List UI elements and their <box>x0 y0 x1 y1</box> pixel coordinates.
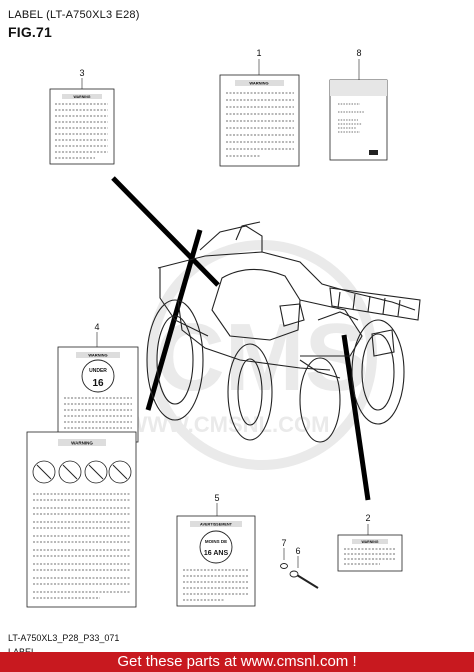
label-1-warning-text: WARNING <box>249 81 268 86</box>
label-2-warning-text: WARNING <box>362 540 379 544</box>
label-large-warning-text: WARNING <box>71 441 93 446</box>
watermark-url: WWW.CMSNL.COM <box>127 412 330 437</box>
diagram-code: LT-A750XL3_P28_P33_071 <box>8 633 120 643</box>
callout-4: 4 <box>94 322 99 332</box>
callout-2: 2 <box>365 513 370 523</box>
label-large-warning: WARNING <box>26 431 137 608</box>
callout-5: 5 <box>214 493 219 503</box>
callout-1: 1 <box>256 48 261 58</box>
label-3: WARNING <box>49 88 115 165</box>
callout-8: 8 <box>356 48 361 58</box>
callout-3: 3 <box>79 68 84 78</box>
label-5-age-text: 16 ANS <box>204 550 229 557</box>
page-title: LABEL (LT-A750XL3 E28) <box>8 9 140 21</box>
label-3-warning-text: WARNING <box>74 95 91 99</box>
figure-label: FIG.71 <box>8 24 52 40</box>
atv-illustration <box>146 221 421 443</box>
part-6-rivet <box>289 556 319 589</box>
part-7-washer <box>280 548 288 569</box>
label-8-manual <box>329 79 388 161</box>
label-5-avertissement-text: AVERTISSEMENT <box>200 523 233 527</box>
label-1: WARNING <box>219 74 300 167</box>
promo-banner-link[interactable]: Get these parts at www.cmsnl.com ! <box>0 652 474 672</box>
label-4: WARNING UNDER 16 <box>57 346 139 443</box>
label-5-moins-text: MOINS DE <box>205 539 227 544</box>
label-4-warning-text: WARNING <box>88 353 107 358</box>
label-2: WARNING <box>337 534 403 572</box>
label-4-age-text: 16 <box>92 378 104 389</box>
callout-6: 6 <box>295 546 300 556</box>
label-4-under-text: UNDER <box>89 368 107 374</box>
label-5: AVERTISSEMENT MOINS DE 16 ANS <box>176 515 256 607</box>
callout-7: 7 <box>281 538 286 548</box>
